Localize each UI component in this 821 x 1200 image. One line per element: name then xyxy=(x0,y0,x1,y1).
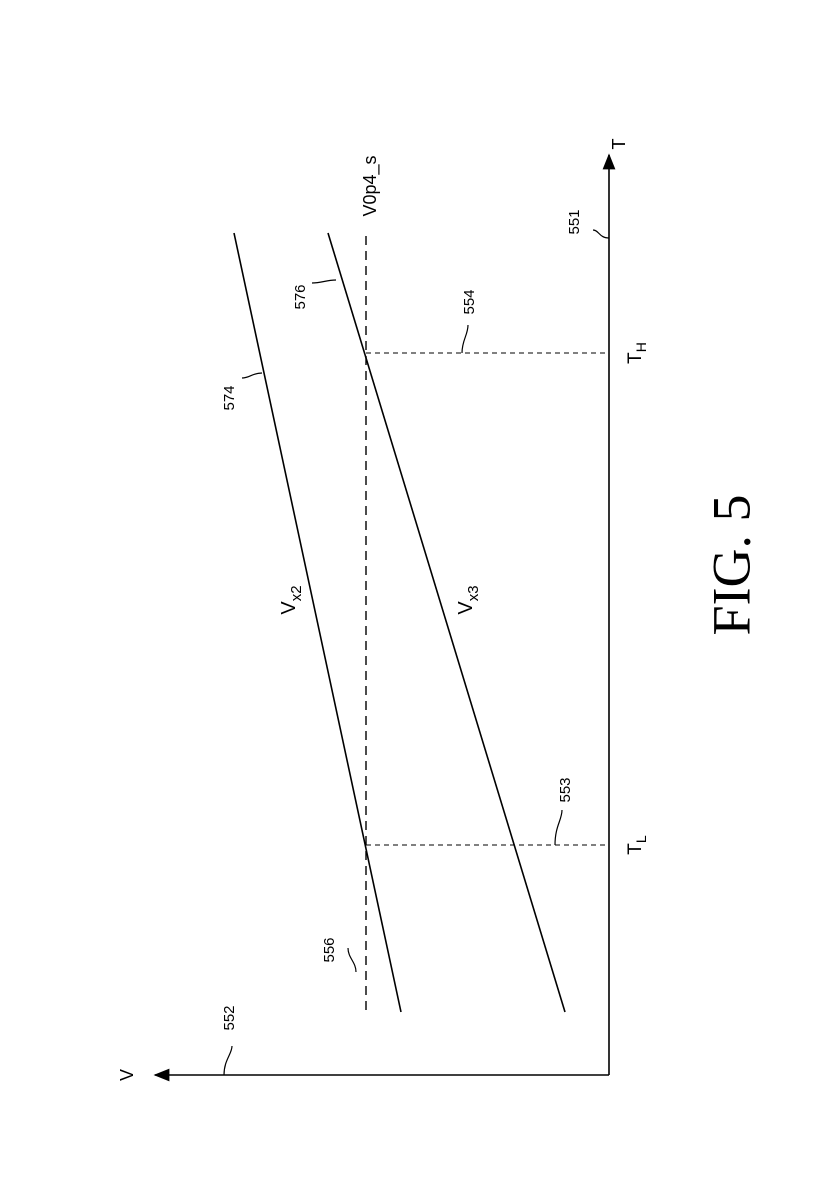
ref-574-leader xyxy=(241,372,263,379)
ref-556-label: 556 xyxy=(321,937,338,962)
ref-553-label: 553 xyxy=(557,777,574,802)
svg-text:V0p4_s: V0p4_s xyxy=(360,155,381,216)
curve-vx3-label: Vx3 xyxy=(455,585,482,614)
ref-556-leader xyxy=(347,947,357,973)
svg-text:Vx2: Vx2 xyxy=(278,585,305,614)
svg-text:552: 552 xyxy=(221,1005,238,1030)
svg-text:554: 554 xyxy=(461,289,478,314)
svg-text:553: 553 xyxy=(557,777,574,802)
figure-caption: FIG. 5 xyxy=(701,494,761,635)
svg-text:TH: TH xyxy=(625,342,649,364)
svg-text:T: T xyxy=(609,139,629,150)
svg-text:FIG. 5: FIG. 5 xyxy=(701,494,761,635)
ref-554-label: 554 xyxy=(461,289,478,314)
ref-551-label: 551 xyxy=(566,209,583,234)
svg-text:V: V xyxy=(117,1069,137,1081)
curve-vx2-line xyxy=(233,232,402,1013)
v-axis-label: V xyxy=(117,1069,137,1081)
ref-576-leader xyxy=(311,279,337,284)
svg-text:Vx3: Vx3 xyxy=(455,585,482,614)
curve-vx3-line xyxy=(327,232,566,1013)
ref-574-label: 574 xyxy=(221,385,238,410)
ref-576-label: 576 xyxy=(292,284,309,309)
ref-554-leader xyxy=(461,324,469,354)
tl-label: TL xyxy=(625,835,649,855)
svg-text:556: 556 xyxy=(321,937,338,962)
t-axis-label: T xyxy=(609,139,629,150)
svg-text:574: 574 xyxy=(221,385,238,410)
svg-text:576: 576 xyxy=(292,284,309,309)
ref-552-leader xyxy=(223,1045,233,1076)
svg-text:TL: TL xyxy=(625,835,649,855)
th-label: TH xyxy=(625,342,649,364)
curve-vx2-label: Vx2 xyxy=(278,585,305,614)
ref-551-leader xyxy=(592,229,610,239)
ref-552-label: 552 xyxy=(221,1005,238,1030)
svg-text:551: 551 xyxy=(566,209,583,234)
ref-553-leader xyxy=(554,809,563,846)
reference-level-label: V0p4_s xyxy=(360,155,381,216)
